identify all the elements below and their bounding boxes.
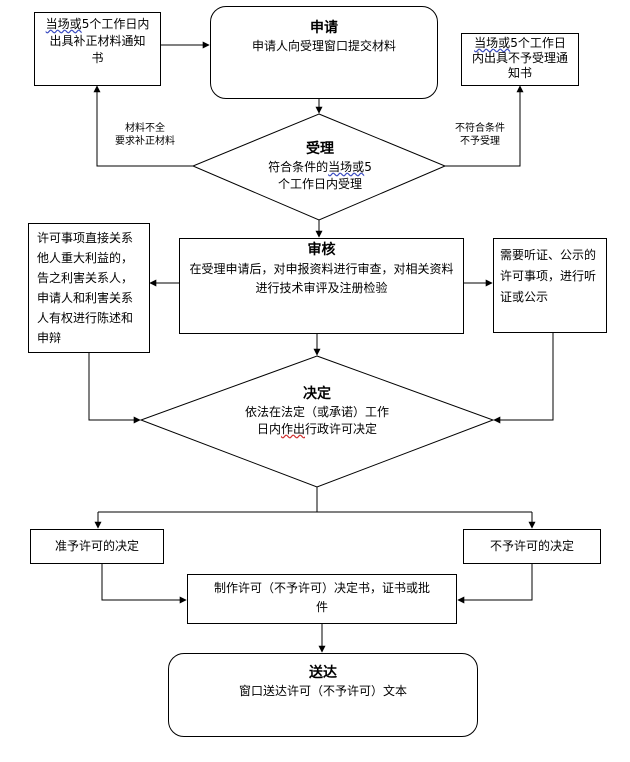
decision-line1: 依法在法定（或承诺）工作: [244, 405, 389, 419]
label-incomplete-materials: 材料不全 要求补正材料: [100, 122, 190, 148]
arrow-accept-to-rejection-notice: [445, 85, 524, 167]
interested-party-box: 许可事项直接关系他人重大利益的，告之利害关系人，申请人和利害关系人有权进行陈述和…: [28, 223, 150, 353]
label-incomplete-line1: 材料不全: [125, 123, 165, 134]
arrow-accept-to-correction-notice: [93, 85, 193, 167]
arrow-left-box-to-decision: [88, 353, 141, 424]
make-document-text: 制作许可（不予许可）决定书，证书或批件: [213, 581, 430, 614]
correction-notice-text: 5个工作日内出具补正材料通知书: [49, 17, 150, 65]
review-box: 审核 在受理申请后，对申报资料进行审查，对相关资料进行技术审评及注册检验: [179, 238, 464, 334]
label-not-qualified-line2: 不予受理: [460, 136, 500, 147]
deliver-text: 窗口送达许可（不予许可）文本: [238, 684, 407, 698]
apply-box: 申请 申请人向受理窗口提交材料: [210, 6, 438, 99]
apply-text: 申请人向受理窗口提交材料: [251, 39, 396, 53]
rejection-notice-box: 当场或5个工作日内出具不予受理通知书: [461, 33, 579, 86]
hearing-text: 需要听证、公示的许可事项，进行听证或公示: [500, 248, 597, 304]
review-title: 审核: [307, 242, 336, 258]
interested-party-text: 许可事项直接关系他人重大利益的，告之利害关系人，申请人和利害关系人有权进行陈述和…: [37, 231, 134, 345]
correction-notice-box: 当场或5个工作日内出具补正材料通知书: [34, 12, 161, 86]
make-document-box: 制作许可（不予许可）决定书，证书或批件: [187, 574, 457, 624]
arrow-deny-to-doc: [457, 564, 533, 604]
decision-content: 决定 依法在法定（或承诺）工作 日内作出行政许可决定: [212, 385, 422, 438]
accept-line2: 个工作日内受理: [277, 177, 362, 191]
accept-line1: 符合条件的当场或5: [268, 160, 372, 174]
accept-title: 受理: [306, 141, 334, 157]
deny-decision-text: 不予许可的决定: [489, 539, 574, 553]
rejection-notice-text: 5个工作日内出具不予受理通知书: [471, 36, 568, 80]
deliver-title: 送达: [309, 665, 337, 681]
deliver-box: 送达 窗口送达许可（不予许可）文本: [168, 653, 478, 737]
label-not-qualified-line1: 不符合条件: [455, 123, 505, 134]
grant-decision-box: 准予许可的决定: [30, 529, 164, 564]
deny-decision-box: 不予许可的决定: [463, 529, 601, 564]
review-text: 在受理申请后，对申报资料进行审查，对相关资料进行技术审评及注册检验: [189, 262, 454, 295]
label-incomplete-line2: 要求补正材料: [115, 136, 175, 147]
arrow-right-box-to-decision: [493, 333, 554, 424]
correction-notice-prefix: 当场或: [45, 17, 82, 31]
accept-content: 受理 符合条件的当场或5 个工作日内受理: [230, 140, 410, 193]
rejection-notice-prefix: 当场或: [474, 36, 511, 50]
label-not-qualified: 不符合条件 不予受理: [440, 122, 520, 148]
hearing-box: 需要听证、公示的许可事项，进行听证或公示: [493, 238, 607, 333]
arrow-grant-to-doc: [101, 564, 187, 604]
decision-title: 决定: [303, 386, 331, 402]
grant-decision-text: 准予许可的决定: [54, 539, 139, 553]
apply-title: 申请: [310, 20, 338, 36]
decision-line2: 日内作出行政许可决定: [256, 422, 378, 436]
